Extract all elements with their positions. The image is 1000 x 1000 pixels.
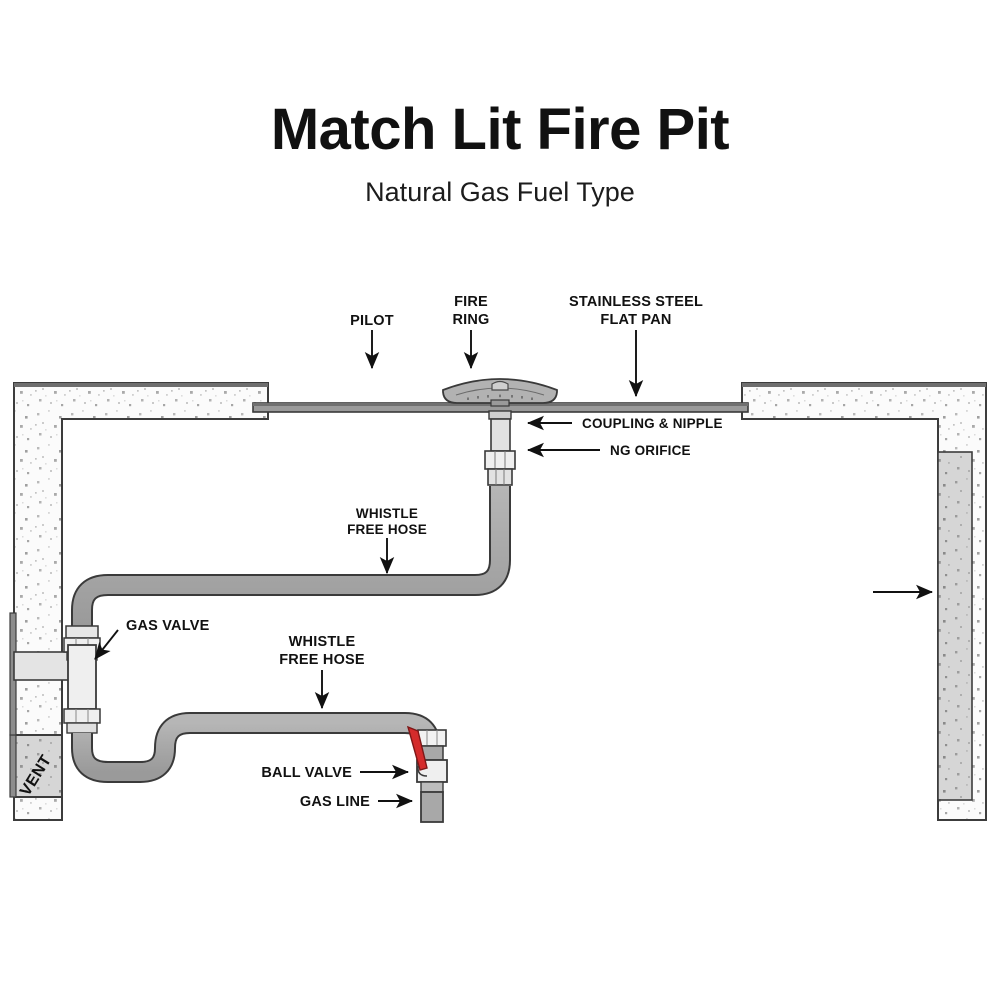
label-hose-lower-line1: WHISTLE [289,634,356,650]
label-hose-upper-line1: WHISTLE [356,506,418,521]
ng-orifice [484,450,516,486]
label-hose-lower-line2: FREE HOSE [279,652,365,668]
label-ng-orifice: NG ORIFICE [610,443,691,458]
ball-valve [406,725,448,793]
vent-block: VENT [9,734,63,799]
label-pilot: PILOT [350,313,394,329]
label-fire-ring-line2: RING [452,312,489,328]
label-flat-pan-line1: STAINLESS STEEL [569,294,703,310]
fire-ring-ports [467,394,533,400]
label-fire-ring-line1: FIRE [454,294,488,310]
pilot-assembly [491,380,509,391]
gas-valve [63,625,101,734]
whistle-free-hose-upper [71,486,511,626]
label-gas-valve: GAS VALVE [126,618,210,634]
callout-leader-lines [94,330,934,809]
fire-ring [442,378,558,407]
label-hose-upper-line2: FREE HOSE [347,522,427,537]
ball-valve-handle[interactable] [406,725,428,771]
coupling-and-nipple [488,410,512,452]
gas-line [420,791,444,823]
right-wall-inner-column [937,451,973,801]
label-coupling-and-nipple: COUPLING & NIPPLE [582,416,723,431]
right-wall [741,382,987,821]
label-gas-line: GAS LINE [300,794,370,810]
label-ball-valve: BALL VALVE [261,765,352,781]
leader-gas-valve [94,629,119,660]
label-flat-pan-line2: FLAT PAN [600,312,671,328]
whistle-free-hose-lower [71,712,441,783]
